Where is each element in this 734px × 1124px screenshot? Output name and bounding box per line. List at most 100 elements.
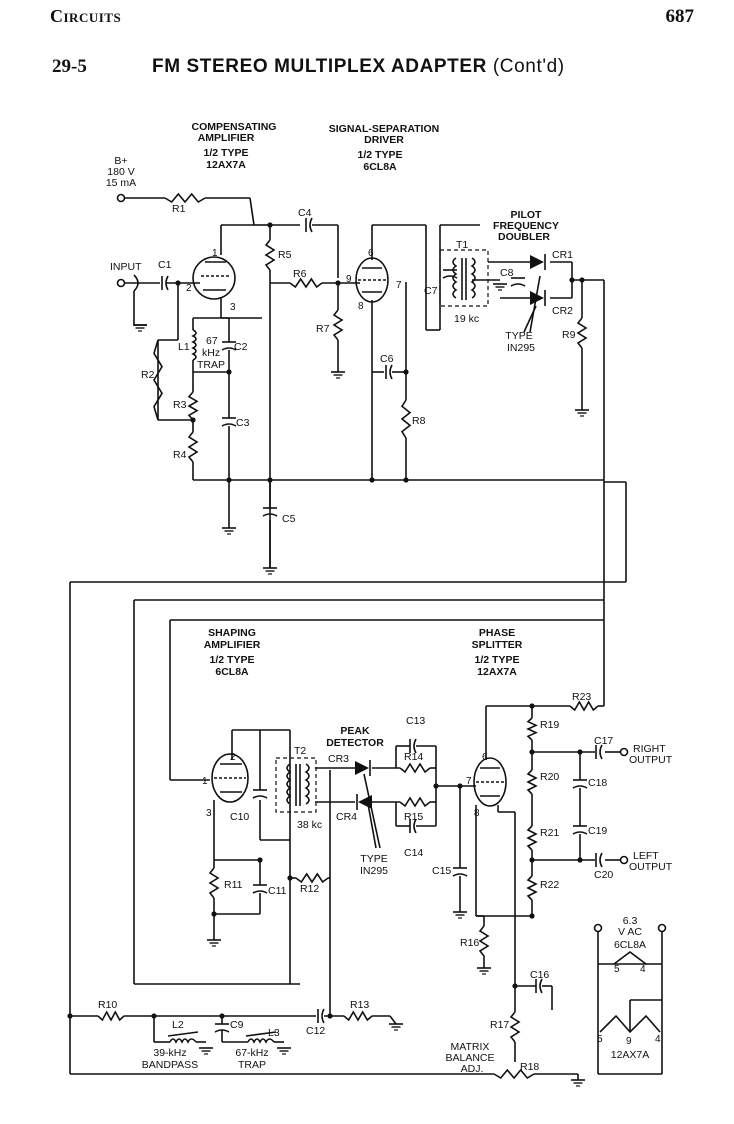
c4-capacitor xyxy=(305,217,313,233)
c11-capacitor xyxy=(252,884,268,894)
pin-6b: 6 xyxy=(482,752,488,763)
heater-4: 12AX7A xyxy=(611,1049,650,1061)
lbl-c6: C6 xyxy=(380,353,394,365)
misc-labels: B+ 180 V 15 mA INPUT 67 kHz TRAP 19 kc 3… xyxy=(106,155,673,1075)
type2-1: TYPE xyxy=(360,853,387,865)
lbl-cr3: CR3 xyxy=(328,753,349,765)
c13-capacitor xyxy=(409,738,417,754)
r4-resistor xyxy=(187,431,199,463)
diodes xyxy=(355,254,546,849)
heater-1: 6.3 xyxy=(623,915,638,927)
right-out-2: OUTPUT xyxy=(629,754,673,766)
lbl-r22: R22 xyxy=(540,879,559,891)
lbl-r12: R12 xyxy=(300,883,319,895)
type1-1: TYPE xyxy=(505,330,532,342)
input-terminal xyxy=(116,278,126,288)
left-out-1: LEFT xyxy=(633,850,659,862)
figure-title: FM STEREO MULTIPLEX ADAPTER (Cont'd) xyxy=(152,56,565,78)
lbl-l2: L2 xyxy=(172,1019,184,1031)
pin-7b: 7 xyxy=(466,776,472,787)
lbl-r6: R6 xyxy=(293,268,307,280)
r15-resistor xyxy=(399,796,431,808)
top-wiring xyxy=(116,193,627,582)
lbl-c13: C13 xyxy=(406,715,425,727)
heater-2: V AC xyxy=(618,926,642,938)
lbl-c8: C8 xyxy=(500,267,514,279)
lbl-c12: C12 xyxy=(306,1025,325,1037)
kc19-label: 19 kc xyxy=(454,313,479,325)
lbl-c10: C10 xyxy=(230,811,249,823)
heater-pin-4b: 4 xyxy=(655,1034,661,1045)
input-label: INPUT xyxy=(110,261,142,273)
c12-capacitor xyxy=(317,1008,325,1024)
c5-capacitor xyxy=(262,507,278,517)
matrix-1: MATRIX xyxy=(451,1041,490,1053)
type2-2: IN295 xyxy=(360,865,388,877)
lbl-r15: R15 xyxy=(404,811,423,823)
left-out-2: OUTPUT xyxy=(629,861,673,873)
heater-inset xyxy=(593,923,667,1075)
r8-resistor xyxy=(400,399,412,439)
pilot-label-3: DOUBLER xyxy=(498,231,550,243)
lbl-r4: R4 xyxy=(173,449,187,461)
comp-label-2: AMPLIFIER xyxy=(198,132,255,144)
component-labels: R1 R2 R3 R4 R5 R6 R7 R8 R9 R10 R11 R12 R… xyxy=(98,203,613,1073)
lbl-r11: R11 xyxy=(224,879,243,891)
phase-label-3: 1/2 TYPE xyxy=(475,654,520,666)
r9-resistor xyxy=(576,317,588,349)
c16-capacitor xyxy=(535,978,543,994)
lbl-r17: R17 xyxy=(490,1019,509,1031)
lbl-cr2: CR2 xyxy=(552,305,573,317)
trap67-3: TRAP xyxy=(197,359,225,371)
tube-v1b xyxy=(473,757,507,807)
lbl-r23: R23 xyxy=(572,691,591,703)
lbl-r7: R7 xyxy=(316,323,330,335)
pin-7a: 7 xyxy=(396,280,402,291)
pin-1b: 1 xyxy=(202,776,208,787)
lbl-l1: L1 xyxy=(178,341,190,353)
heater-pin-5a: 5 xyxy=(614,964,620,975)
lbl-c14: C14 xyxy=(404,847,423,859)
lbl-t2: T2 xyxy=(294,745,306,757)
pin-2b: 2 xyxy=(230,752,236,763)
lbl-c5: C5 xyxy=(282,513,296,525)
lbl-cr4: CR4 xyxy=(336,811,357,823)
supply-3: 15 mA xyxy=(106,177,136,189)
pin-6a: 6 xyxy=(368,248,374,259)
pin-8a: 8 xyxy=(358,301,364,312)
phase-label-2: SPLITTER xyxy=(472,639,523,651)
lbl-r8: R8 xyxy=(412,415,426,427)
section-header: Circuits xyxy=(50,6,122,26)
supply-2: 180 V xyxy=(107,166,134,178)
peak-label-2: DETECTOR xyxy=(326,737,384,749)
lbl-c7: C7 xyxy=(424,285,438,297)
driver-label-1: SIGNAL-SEPARATION xyxy=(329,123,439,135)
shaping-label-1: SHAPING xyxy=(208,627,256,639)
lbl-cr1: CR1 xyxy=(552,249,573,261)
r17-resistor xyxy=(509,1011,521,1043)
figure-title-cont: (Cont'd) xyxy=(492,56,565,77)
heater-pin-9b: 9 xyxy=(626,1036,632,1047)
comp-label-4: 12AX7A xyxy=(206,159,246,171)
stage-labels: COMPENSATING AMPLIFIER 1/2 TYPE 12AX7A S… xyxy=(192,121,559,749)
comp-label-1: COMPENSATING xyxy=(192,121,277,133)
matrix-2: BALANCE xyxy=(445,1052,494,1064)
driver-label-2: DRIVER xyxy=(364,134,404,146)
comp-label-3: 1/2 TYPE xyxy=(204,147,249,159)
r20-resistor xyxy=(526,769,538,795)
c8-capacitor xyxy=(510,277,526,287)
c10-capacitor xyxy=(252,789,268,799)
c6-capacitor xyxy=(385,364,393,380)
lbl-c1: C1 xyxy=(158,259,172,271)
lbl-c9: C9 xyxy=(230,1019,244,1031)
r2-resistor xyxy=(153,339,163,421)
lbl-r21: R21 xyxy=(540,827,559,839)
r23-resistor xyxy=(569,700,599,712)
trap67-1: 67 xyxy=(206,335,218,347)
lbl-r10: R10 xyxy=(98,999,117,1011)
page-number: 687 xyxy=(665,6,695,27)
pin-labels: 1 2 3 6 7 8 9 2 1 3 6 7 8 5 4 5 9 4 xyxy=(186,248,661,1047)
inductors xyxy=(167,329,277,1044)
pin-2a: 2 xyxy=(186,283,192,294)
